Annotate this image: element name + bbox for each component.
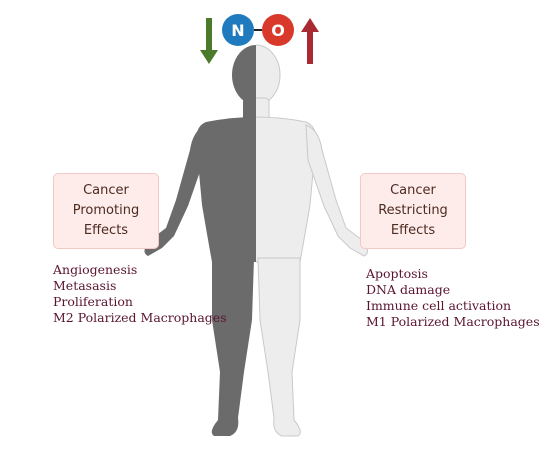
list-item: DNA damage bbox=[366, 282, 451, 297]
restricting-effects-list: Apoptosis DNA damage Immune cell activat… bbox=[366, 266, 540, 330]
cancer-promoting-label: Cancer Promoting Effects bbox=[72, 183, 140, 238]
body-light-half bbox=[256, 44, 369, 437]
up-arrow-icon bbox=[301, 18, 319, 64]
cancer-restricting-label: Cancer Restricting Effects bbox=[378, 183, 448, 238]
no-molecule-icon: N O bbox=[222, 14, 294, 46]
cancer-promoting-box: Cancer Promoting Effects bbox=[53, 173, 159, 249]
down-arrow-icon bbox=[200, 18, 218, 64]
cancer-restricting-box: Cancer Restricting Effects bbox=[360, 173, 466, 249]
oxygen-atom bbox=[262, 14, 294, 46]
list-item: Apoptosis bbox=[366, 266, 428, 281]
list-item: M1 Polarized Macrophages bbox=[366, 314, 540, 329]
list-item: Angiogenesis bbox=[53, 262, 138, 277]
list-item: M2 Polarized Macrophages bbox=[53, 310, 227, 325]
list-item: Proliferation bbox=[53, 294, 133, 309]
list-item: Metasasis bbox=[53, 278, 117, 293]
promoting-effects-list: Angiogenesis Metasasis Proliferation M2 … bbox=[53, 262, 227, 326]
nitrogen-atom bbox=[222, 14, 254, 46]
nitrogen-label: N bbox=[231, 21, 244, 40]
oxygen-label: O bbox=[271, 21, 285, 40]
list-item: Immune cell activation bbox=[366, 298, 512, 313]
